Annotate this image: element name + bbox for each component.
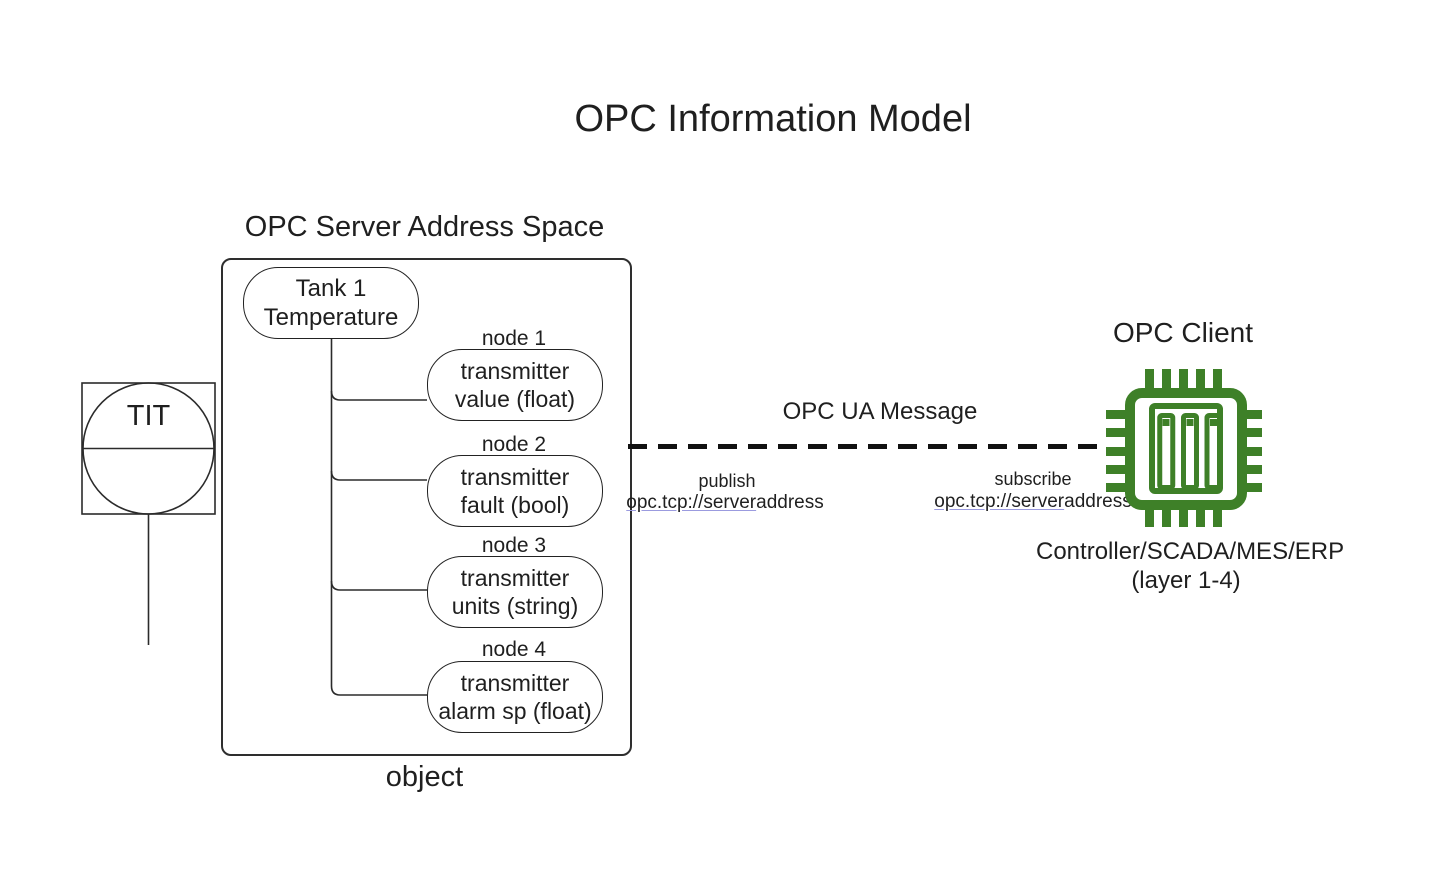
node-tag: node 3 <box>481 534 547 557</box>
server-address-space-box <box>221 258 632 756</box>
subscribe-url-rest: address <box>1064 491 1132 512</box>
node-shape: transmitter fault (bool) <box>427 455 603 527</box>
object-caption: object <box>385 761 464 793</box>
page-title: OPC Information Model <box>574 98 972 140</box>
node-shape: transmitter value (float) <box>427 349 603 421</box>
temperature-transmitter-symbol <box>81 382 216 645</box>
node-line2: fault (bool) <box>460 492 570 518</box>
client-caption-line2: (layer 1-4) <box>1131 567 1241 594</box>
publish-url-link[interactable]: opc.tcp://server <box>626 492 757 513</box>
tank-node: Tank 1 Temperature <box>243 267 419 339</box>
node-line2: value (float) <box>454 386 576 412</box>
tank-node-line2: Temperature <box>263 304 399 331</box>
tree-connectors <box>330 337 427 696</box>
instrument-tag-label: TIT <box>126 400 171 432</box>
node-tag: node 1 <box>481 327 547 350</box>
node-line2: units (string) <box>451 593 579 619</box>
opc-ua-message-label: OPC UA Message <box>782 398 978 425</box>
server-heading: OPC Server Address Space <box>244 211 605 243</box>
node-shape: transmitter alarm sp (float) <box>427 661 603 733</box>
chip-icon <box>1106 369 1262 527</box>
node-line2: alarm sp (float) <box>438 698 592 724</box>
node-tag: node 2 <box>481 433 547 456</box>
subscribe-url: opc.tcp://serveraddress <box>930 491 1136 513</box>
node-line1: transmitter <box>460 464 570 490</box>
node-line1: transmitter <box>460 565 570 591</box>
publish-label: publish <box>698 471 756 491</box>
publish-url: opc.tcp://serveraddress <box>625 492 825 514</box>
client-caption-line1: Controller/SCADA/MES/ERP <box>1036 538 1345 565</box>
opc-ua-dashed-link <box>628 444 1107 449</box>
node-line1: transmitter <box>460 358 570 384</box>
subscribe-url-link[interactable]: opc.tcp://server <box>934 491 1065 512</box>
client-caption: Controller/SCADA/MES/ERP (layer 1-4) <box>1036 537 1345 595</box>
opc-client-heading: OPC Client <box>1112 317 1254 348</box>
node-line1: transmitter <box>460 670 570 696</box>
node-tag: node 4 <box>481 638 547 661</box>
subscribe-label: subscribe <box>994 469 1072 489</box>
node-shape: transmitter units (string) <box>427 556 603 628</box>
tank-node-line1: Tank 1 <box>295 275 367 302</box>
publish-url-rest: address <box>756 492 824 513</box>
